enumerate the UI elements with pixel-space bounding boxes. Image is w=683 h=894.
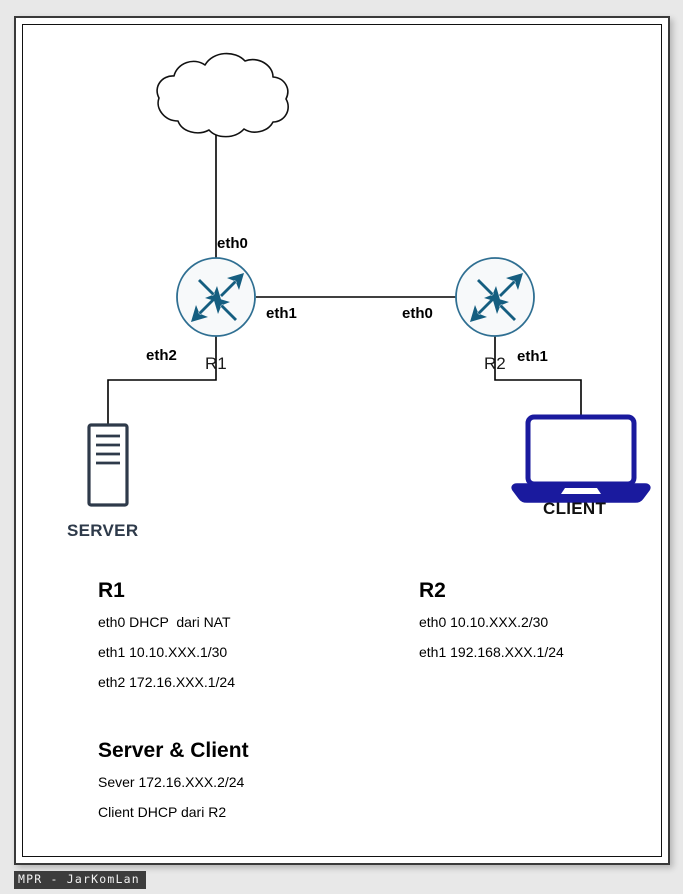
router-r1-icon[interactable] (176, 257, 256, 337)
diagram-svg (87, 52, 651, 507)
label-r2-eth1: eth1 (517, 348, 548, 365)
config-line-r1-eth1: eth1 10.10.XXX.1/30 (98, 644, 228, 660)
router-r2-icon[interactable] (455, 257, 535, 337)
watermark-label: MPR - JarKomLan (14, 871, 146, 889)
label-r1-eth1: eth1 (266, 305, 297, 322)
config-line-r1-eth2: eth2 172.16.XXX.1/24 (98, 674, 235, 690)
link-r1-server (107, 336, 217, 425)
label-r1-eth0: eth0 (217, 235, 248, 252)
network-diagram-canvas: eth0 eth1 eth2 eth0 eth1 R1 R2 SERVER CL… (23, 25, 661, 856)
link-r2-client (494, 336, 582, 417)
config-line-server: Sever 172.16.XXX.2/24 (98, 774, 245, 790)
server-icon[interactable] (87, 423, 129, 507)
config-heading-server-client: Server & Client (98, 739, 249, 762)
config-block-r2: R2 eth0 10.10.XXX.2/30 eth1 192.168.XXX.… (419, 580, 564, 675)
config-block-r1: R1 eth0 DHCP dari NAT eth1 10.10.XXX.1/3… (98, 580, 235, 705)
config-line-r1-eth0: eth0 DHCP dari NAT (98, 614, 231, 630)
router-label-r2: R2 (484, 354, 506, 373)
link-lines (107, 129, 582, 425)
label-r2-eth0: eth0 (402, 305, 433, 322)
router-label-r1: R1 (205, 354, 227, 373)
config-block-server-client: Server & Client Sever 172.16.XXX.2/24 Cl… (98, 740, 249, 835)
config-line-r2-eth1: eth1 192.168.XXX.1/24 (419, 644, 564, 660)
config-heading-r1: R1 (98, 579, 125, 602)
config-heading-r2: R2 (419, 579, 446, 602)
server-label: SERVER (67, 521, 139, 540)
document-page: eth0 eth1 eth2 eth0 eth1 R1 R2 SERVER CL… (14, 16, 670, 865)
client-laptop-icon[interactable] (511, 414, 651, 503)
page-inner-border: eth0 eth1 eth2 eth0 eth1 R1 R2 SERVER CL… (22, 24, 662, 857)
client-label: CLIENT (543, 499, 607, 518)
label-r1-eth2: eth2 (146, 347, 177, 364)
internet-cloud-icon (156, 52, 289, 138)
config-line-client: Client DHCP dari R2 (98, 804, 227, 820)
config-line-r2-eth0: eth0 10.10.XXX.2/30 (419, 614, 549, 630)
